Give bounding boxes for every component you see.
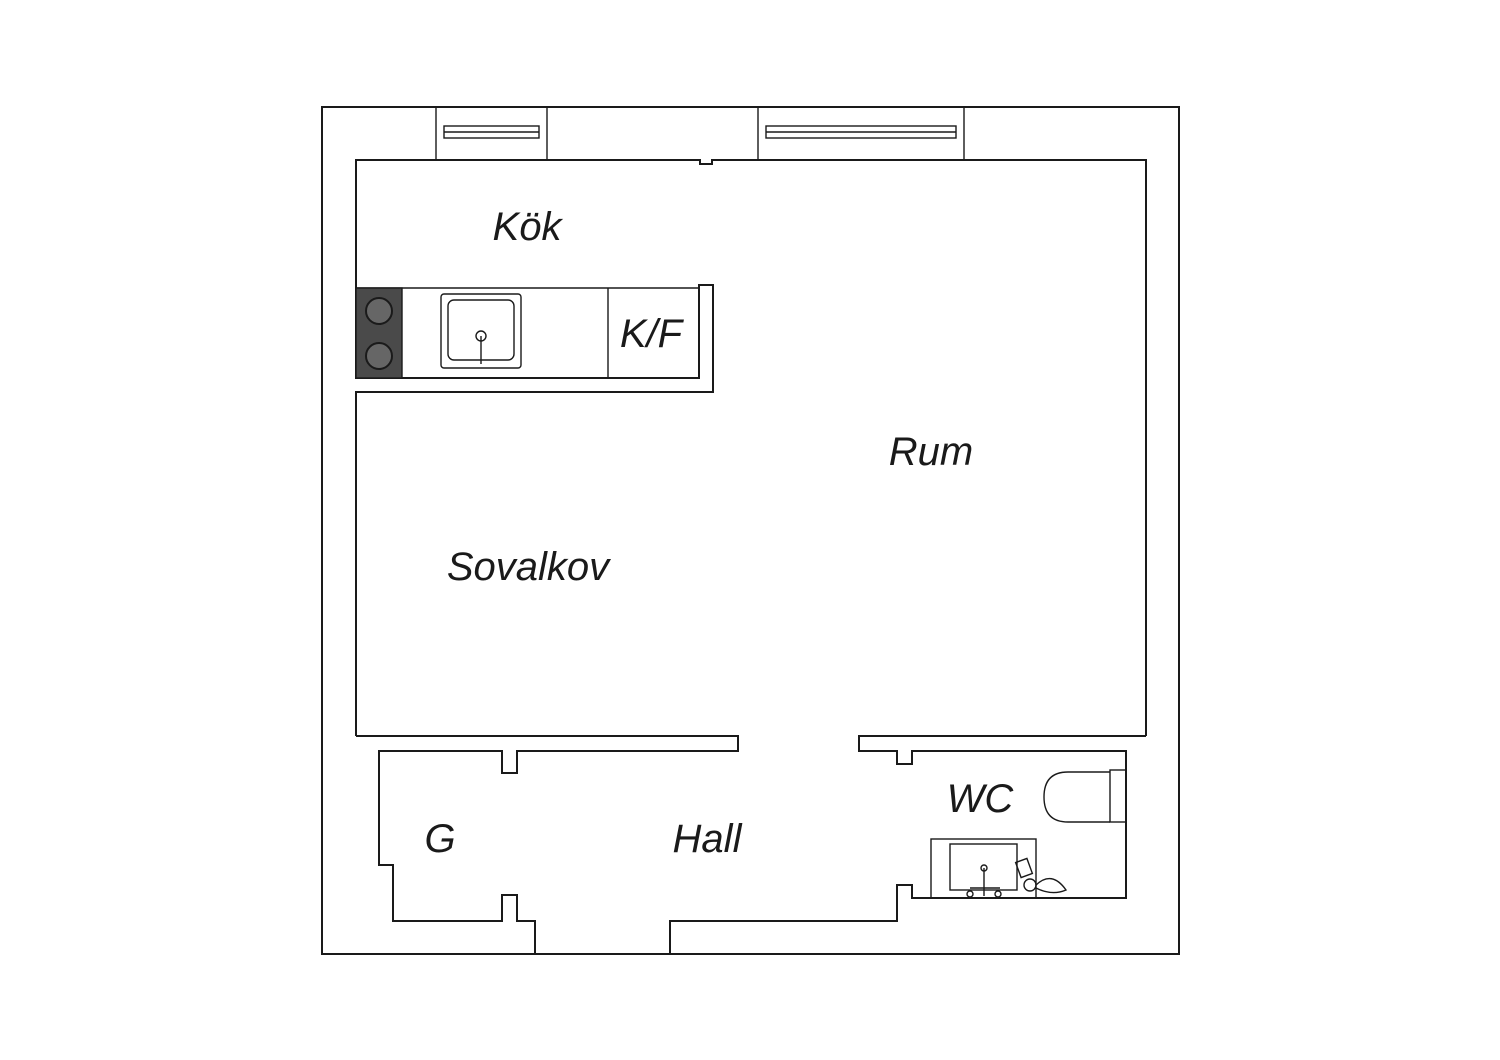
toilet-icon	[1043, 769, 1127, 823]
kitchen-sink-icon	[440, 293, 522, 369]
room-label-toilet: WC	[947, 777, 1015, 821]
main-room-wall	[355, 159, 1147, 736]
partition-wall-left	[356, 735, 739, 954]
stove-burner-icon	[365, 342, 393, 370]
room-label-sleeping-alcove: Sovalkov	[447, 545, 611, 589]
room-label-living-room: Rum	[889, 430, 973, 474]
room-label-fridge-freezer: K/F	[620, 312, 685, 356]
room-label-hall: Hall	[673, 817, 743, 861]
window-left	[435, 106, 548, 161]
room-label-kitchen: Kök	[493, 205, 564, 249]
kitchen-counter	[355, 287, 699, 379]
room-label-wardrobe: G	[424, 817, 455, 861]
stove-burner-icon	[365, 297, 393, 325]
bathroom-sink-icon	[930, 838, 1068, 899]
window-right	[757, 106, 965, 161]
partition-wall-right	[669, 735, 1146, 954]
outer-wall	[321, 106, 1180, 955]
